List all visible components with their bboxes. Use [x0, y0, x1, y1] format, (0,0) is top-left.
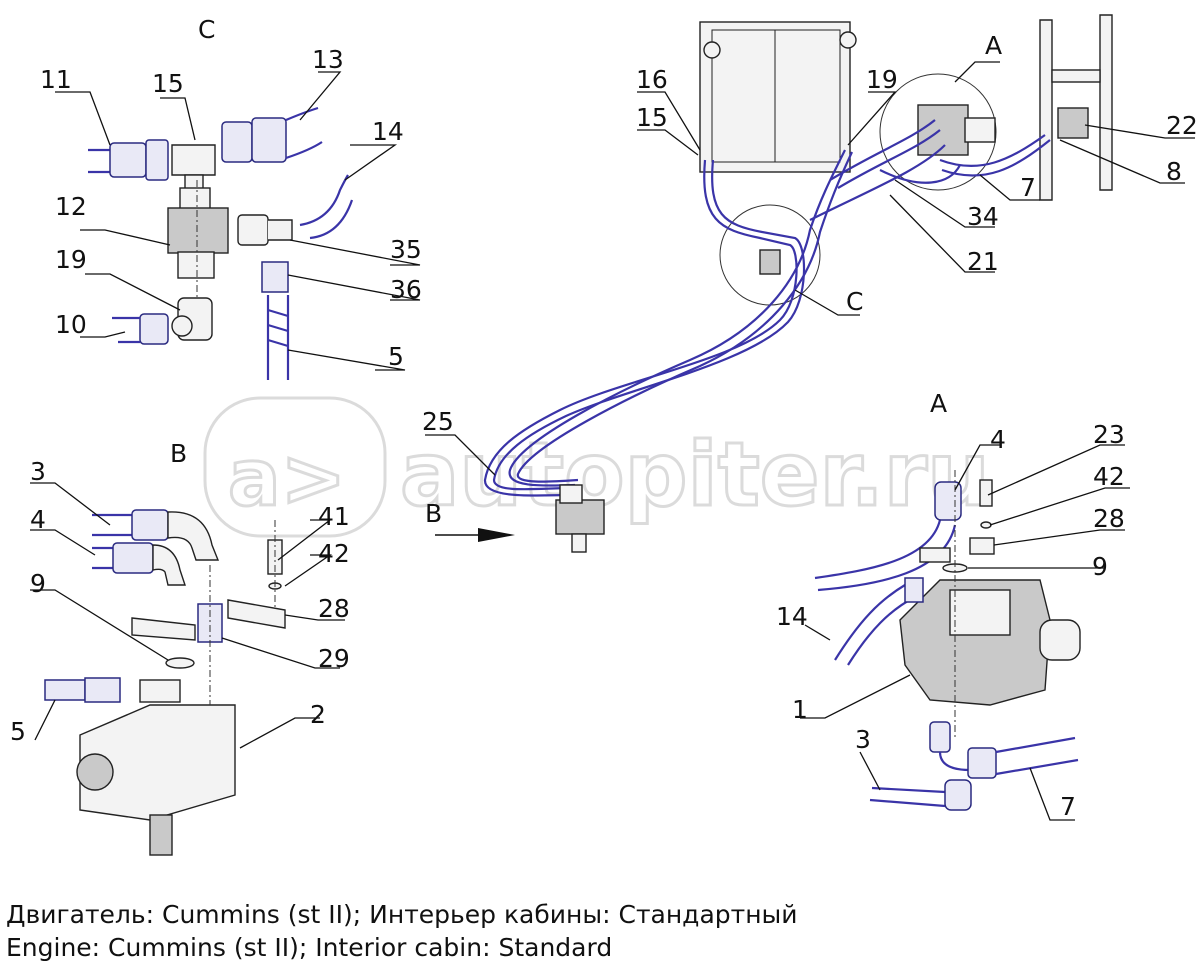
view-label-c-main: C [846, 287, 863, 316]
callout-34: 34 [967, 202, 999, 231]
callout-41: 41 [318, 502, 350, 531]
callout-22: 22 [1166, 111, 1198, 140]
view-label-a-detail: A [930, 389, 947, 418]
callout-5-b: 5 [10, 717, 26, 746]
callout-7-main: 7 [1020, 173, 1036, 202]
callout-19-main: 19 [866, 65, 898, 94]
detail-b: B 3 4 [10, 439, 350, 856]
caption-russian: Двигатель: Cummins (st II); Интерьер каб… [6, 900, 798, 929]
callout-7-a: 7 [1060, 792, 1076, 821]
callout-42-b: 42 [318, 539, 350, 568]
callout-1: 1 [792, 695, 808, 724]
watermark-text: autopiter.ru [400, 423, 990, 526]
callout-42-a: 42 [1093, 462, 1125, 491]
callout-12: 12 [55, 192, 87, 221]
detail-a: A 4 23 4 [776, 389, 1130, 821]
callout-2: 2 [310, 700, 326, 729]
callout-8: 8 [1166, 157, 1182, 186]
watermark: a> autopiter.ru [203, 396, 991, 538]
callout-15: 15 [152, 69, 184, 98]
view-label-a-top: A [985, 31, 1002, 60]
callout-10: 10 [55, 310, 87, 339]
callout-14-a: 14 [776, 602, 808, 631]
callout-19: 19 [55, 245, 87, 274]
main-assembly: B A C 16 15 19 22 8 7 34 21 25 [422, 14, 1198, 553]
caption: Двигатель: Cummins (st II); Интерьер каб… [6, 898, 1186, 964]
callout-4-a: 4 [990, 425, 1006, 454]
callout-3-b: 3 [30, 457, 46, 486]
callout-11: 11 [40, 65, 72, 94]
callout-14: 14 [372, 117, 404, 146]
callout-13: 13 [312, 45, 344, 74]
svg-text:a>: a> [228, 434, 346, 524]
callout-16: 16 [636, 65, 668, 94]
callout-25: 25 [422, 407, 454, 436]
callout-28-a: 28 [1093, 504, 1125, 533]
callout-36: 36 [390, 275, 422, 304]
view-label-c-top: C [198, 15, 215, 44]
callout-15-main: 15 [636, 103, 668, 132]
callout-3-a: 3 [855, 725, 871, 754]
caption-english: Engine: Cummins (st II); Interior cabin:… [6, 933, 613, 962]
callout-21: 21 [967, 247, 999, 276]
callout-9-b: 9 [30, 569, 46, 598]
callout-9-a: 9 [1092, 552, 1108, 581]
callout-23: 23 [1093, 420, 1125, 449]
callout-28-b: 28 [318, 594, 350, 623]
hydraulic-hose-assembly-diagram: a> autopiter.ru C [10, 14, 1198, 856]
callout-5: 5 [388, 342, 404, 371]
detail-c: C [40, 15, 422, 380]
callout-35: 35 [390, 235, 422, 264]
view-label-b-top: B [170, 439, 187, 468]
callout-4-b: 4 [30, 505, 46, 534]
view-label-b-arrow: B [425, 499, 442, 528]
callout-29: 29 [318, 644, 350, 673]
